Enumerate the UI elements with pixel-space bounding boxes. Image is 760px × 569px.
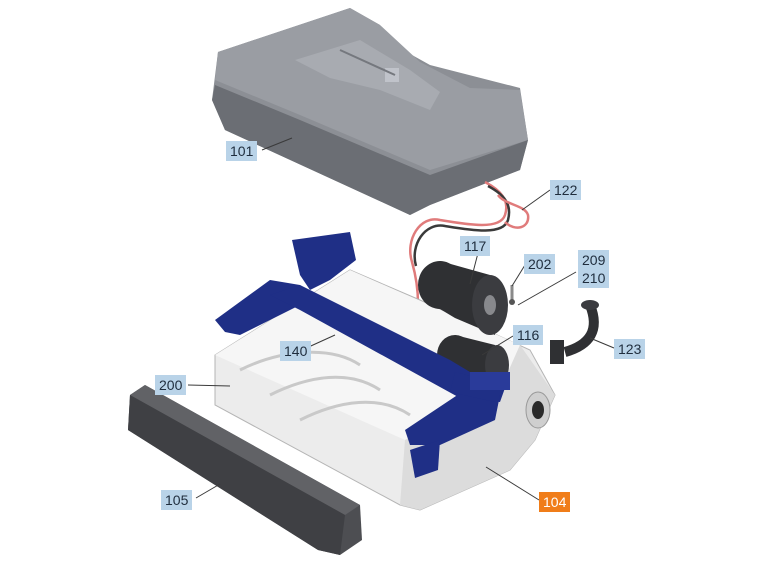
callout-117[interactable]: 117	[460, 236, 491, 256]
callout-116[interactable]: 116	[513, 325, 544, 345]
callout-202[interactable]: 202	[524, 254, 556, 274]
callout-140[interactable]: 140	[280, 341, 312, 361]
callout-209[interactable]: 209	[578, 250, 610, 270]
elbow-pipe-123-part	[550, 300, 599, 364]
callout-101[interactable]: 101	[226, 141, 258, 161]
callout-123[interactable]: 123	[614, 339, 646, 359]
top-cover-part	[212, 8, 528, 215]
callout-122[interactable]: 122	[550, 180, 582, 200]
callout-200[interactable]: 200	[155, 375, 187, 395]
support-frame-part	[215, 232, 510, 478]
callout-104[interactable]: 104	[539, 492, 571, 512]
callout-210[interactable]: 210	[578, 268, 610, 288]
callout-105[interactable]: 105	[161, 490, 193, 510]
small-parts-202-209-210	[509, 285, 515, 305]
front-bumper-part	[128, 385, 362, 555]
motor-117-part	[418, 261, 508, 335]
